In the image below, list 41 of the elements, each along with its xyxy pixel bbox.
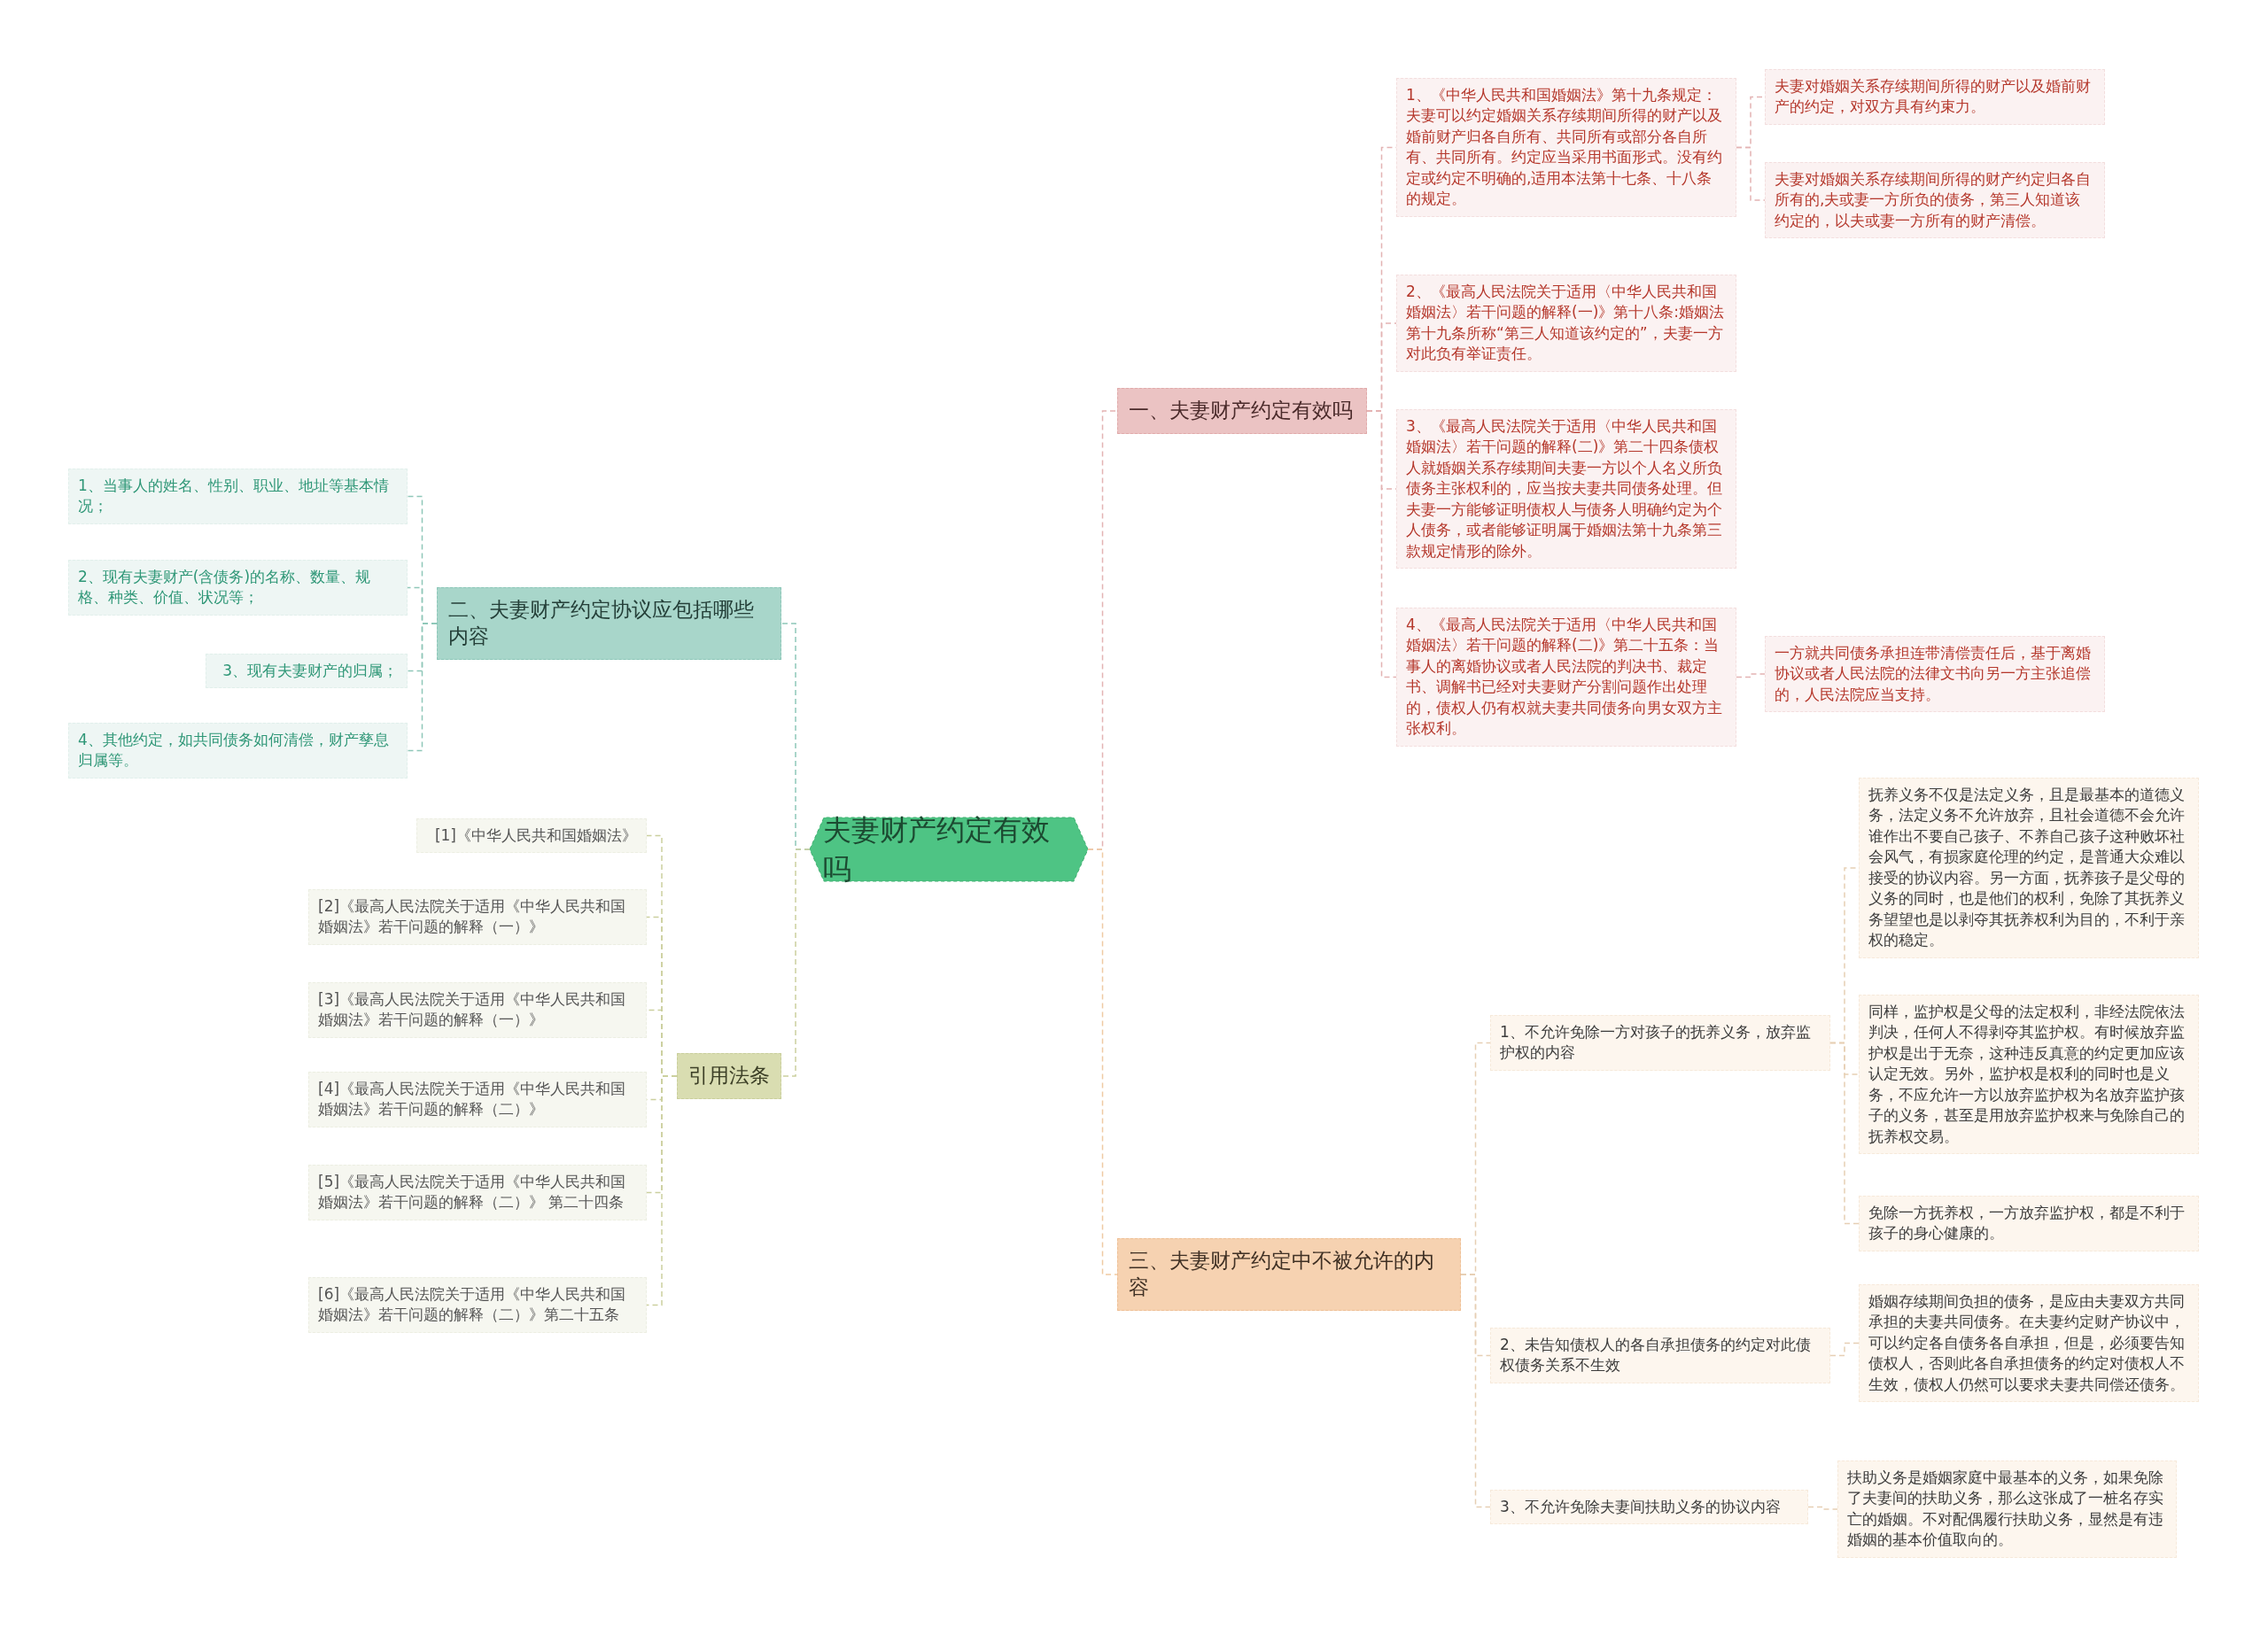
connector xyxy=(1736,146,1766,201)
note-box: 1、当事人的姓名、性别、职业、地址等基本情况； xyxy=(68,469,408,524)
note-box: 3、现有夫妻财产的归属； xyxy=(206,654,408,689)
note-box: 一方就共同债务承担连带清偿责任后，基于离婚协议或者人民法院的法律文书向另一方主张追偿的，人民法院应当支持。 xyxy=(1765,636,2105,713)
connector xyxy=(407,623,438,752)
connector xyxy=(1366,410,1397,678)
note-box: 免除一方抚养权，一方放弃监护权，都是不利于孩子的身心健康的。 xyxy=(1859,1196,2199,1251)
central-topic: 夫妻财产约定有效吗 xyxy=(810,817,1088,882)
connector xyxy=(1829,1342,1860,1357)
note-box: 2、未告知债权人的各自承担债务的约定对此债权债务关系不生效 xyxy=(1490,1328,1830,1383)
topic-box: 一、夫妻财产约定有效吗 xyxy=(1117,388,1367,434)
note-box: 2、《最高人民法院关于适用〈中华人民共和国婚姻法〉若干问题的解释(一)》第十八条:婚姻法第十九条所称“第三人知道该约定的”，夫妻一方对此负有举证责任。 xyxy=(1396,275,1736,372)
note-box: 同样，监护权是父母的法定权利，非经法院依法判决，任何人不得剥夺其监护权。有时候放弃监护权是出于无奈，这种违反真意的约定更加应该认定无效。另外，监护权是权利的同时也是义务，不应允许一方以放弃监护权为名放弃监护孩子的义务，甚至是用放弃监护权来与免除自己的抚养权交易。 xyxy=(1859,995,2199,1155)
note-box: 扶助义务是婚姻家庭中最基本的义务，如果免除了夫妻间的扶助义务，那么这张成了一桩名存实亡的婚姻。不对配偶履行扶助义务，显然是有违婚姻的基本价值取向的。 xyxy=(1837,1460,2177,1558)
note-box: 1、《中华人民共和国婚姻法》第十九条规定：夫妻可以约定婚姻关系存续期间所得的财产以及婚前财产归各自所有、共同所有或部分各自所有、共同所有。约定应当采用书面形式。没有约定或约定不明确的,适用本法第十七条、十八条的规定。 xyxy=(1396,78,1736,217)
connector xyxy=(1829,1042,1860,1225)
note-box: 1、不允许免除一方对孩子的抚养义务，放弃监护权的内容 xyxy=(1490,1015,1830,1071)
topic-box: 二、夫妻财产约定协议应包括哪些内容 xyxy=(437,587,781,660)
note-box: 婚姻存续期间负担的债务，是应由夫妻双方共同承担的夫妻共同债务。在夫妻约定财产协议中，可以约定各自债务各自承担，但是，必须要告知债权人，否则此各自承担债务的约定对债权人不生效，债权人仍然可以要求夫妻共同偿还债务。 xyxy=(1859,1284,2199,1403)
reference-box: [3]《最高人民法院关于适用《中华人民共和国婚姻法》若干问题的解释（一）》 xyxy=(308,982,647,1038)
note-box: 4、《最高人民法院关于适用〈中华人民共和国婚姻法〉若干问题的解释(二)》第二十五条：当事人的离婚协议或者人民法院的判决书、裁定书、调解书已经对夫妻财产分割问题作出处理的，债权人仍有权就夫妻共同债务向男女双方主张权利。 xyxy=(1396,608,1736,747)
note-box: 4、其他约定，如共同债务如何清偿，财产孳息归属等。 xyxy=(68,723,408,779)
reference-box: [6]《最高人民法院关于适用《中华人民共和国婚姻法》若干问题的解释（二）》第二十五条 xyxy=(308,1277,647,1333)
connector xyxy=(1087,848,1118,1275)
reference-box: [1]《中华人民共和国婚姻法》 xyxy=(416,818,647,854)
reference-box: [4]《最高人民法院关于适用《中华人民共和国婚姻法》若干问题的解释（二）》 xyxy=(308,1072,647,1127)
topic-box: 引用法条 xyxy=(677,1053,781,1099)
note-box: 夫妻对婚姻关系存续期间所得的财产以及婚前财产的约定，对双方具有约束力。 xyxy=(1765,69,2105,125)
note-box: 3、不允许免除夫妻间扶助义务的协议内容 xyxy=(1490,1490,1808,1525)
reference-box: [2]《最高人民法院关于适用《中华人民共和国婚姻法》若干问题的解释（一）》 xyxy=(308,889,647,945)
note-box: 2、现有夫妻财产(含债务)的名称、数量、规格、种类、价值、状况等； xyxy=(68,560,408,616)
connector xyxy=(1736,673,1766,678)
connector xyxy=(1460,1274,1491,1508)
connector xyxy=(1807,1506,1838,1510)
connector xyxy=(646,1075,678,1306)
note-box: 3、《最高人民法院关于适用〈中华人民共和国婚姻法〉若干问题的解释(二)》第二十四条债权人就婚姻关系存续期间夫妻一方以个人名义所负债务主张权利的，应当按夫妻共同债务处理。但夫妻一方能够证明债权人与债务人明确约定为个人债务，或者能够证明属于婚姻法第十九条第三款规定情形的除外。 xyxy=(1396,409,1736,569)
note-box: 夫妻对婚姻关系存续期间所得的财产约定归各自所有的,夫或妻一方所负的债务，第三人知道该约定的，以夫或妻一方所有的财产清偿。 xyxy=(1765,162,2105,239)
topic-box: 三、夫妻财产约定中不被允许的内容 xyxy=(1117,1238,1461,1311)
reference-box: [5]《最高人民法院关于适用《中华人民共和国婚姻法》若干问题的解释（二）》 第二十四条 xyxy=(308,1165,647,1220)
note-box: 抚养义务不仅是法定义务，且是最基本的道德义务，法定义务不允许放弃，且社会道德不会允许谁作出不要自己孩子、不养自己孩子这种败坏社会风气，有损家庭伦理的约定，是普通大众难以接受的协议内容。另一方面，抚养孩子是父母的义务的同时，也是他们的权利，免除了其抚养义务望望也是以剥夺其抚养权利为目的，不利于亲权的稳定。 xyxy=(1859,778,2199,958)
connector xyxy=(781,848,811,1077)
